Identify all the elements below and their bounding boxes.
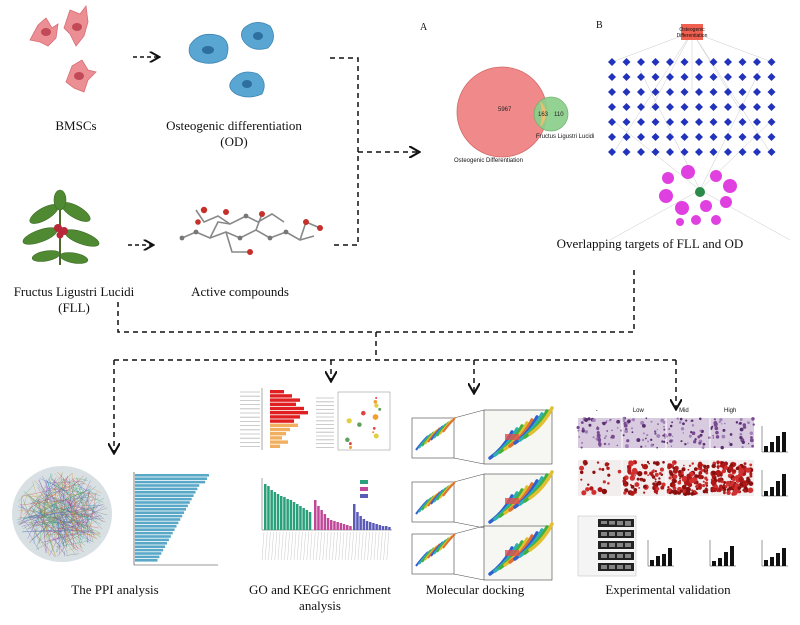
ppi-bar-chart: [133, 472, 218, 566]
go-category-chart: [261, 478, 392, 561]
od-label: Osteogenic differentiation(OD): [166, 118, 302, 149]
overlap-label: Overlapping targets of FLL and OD: [556, 236, 744, 251]
fll-label: Fructus Ligustri Lucidi(FLL): [13, 284, 135, 315]
bmsc-cells-icon: [29, 4, 97, 93]
venn-right-label: Fructus Ligustri Lucidi: [536, 134, 595, 140]
docking-panels: [411, 406, 554, 581]
ppi-network: [12, 466, 112, 562]
ppi-label: The PPI analysis: [71, 582, 159, 597]
docking-label: Molecular docking: [425, 582, 525, 597]
active-compound-molecule-icon: [181, 209, 321, 253]
venn-diagram: [456, 66, 569, 158]
active-compounds-label: Active compounds: [191, 284, 289, 299]
network-hub-node: [681, 24, 703, 40]
go-bar-chart: [240, 388, 308, 450]
go-legend: [360, 480, 368, 498]
target-network: [608, 24, 791, 241]
kegg-bubble-chart: [316, 391, 391, 451]
validation-label: Experimental validation: [605, 582, 731, 597]
panel-letter-b: B: [596, 20, 603, 31]
venn-overlap-count: 163: [538, 112, 549, 118]
molecule-atoms-icon: [179, 206, 323, 255]
venn-left-count: 5967: [498, 107, 512, 113]
osteogenic-cells-icon: [188, 22, 274, 98]
venn-left-label: Osteogenic Differentiation: [454, 158, 523, 164]
venn-right-count: 110: [554, 112, 564, 118]
panel-letter-a: A: [420, 22, 428, 33]
network-hub-label: Osteogenic Differentiation: [676, 27, 708, 39]
bmscs-label: BMSCs: [55, 118, 97, 133]
validation-panels: [576, 416, 788, 577]
fll-plant-icon: [22, 189, 100, 265]
